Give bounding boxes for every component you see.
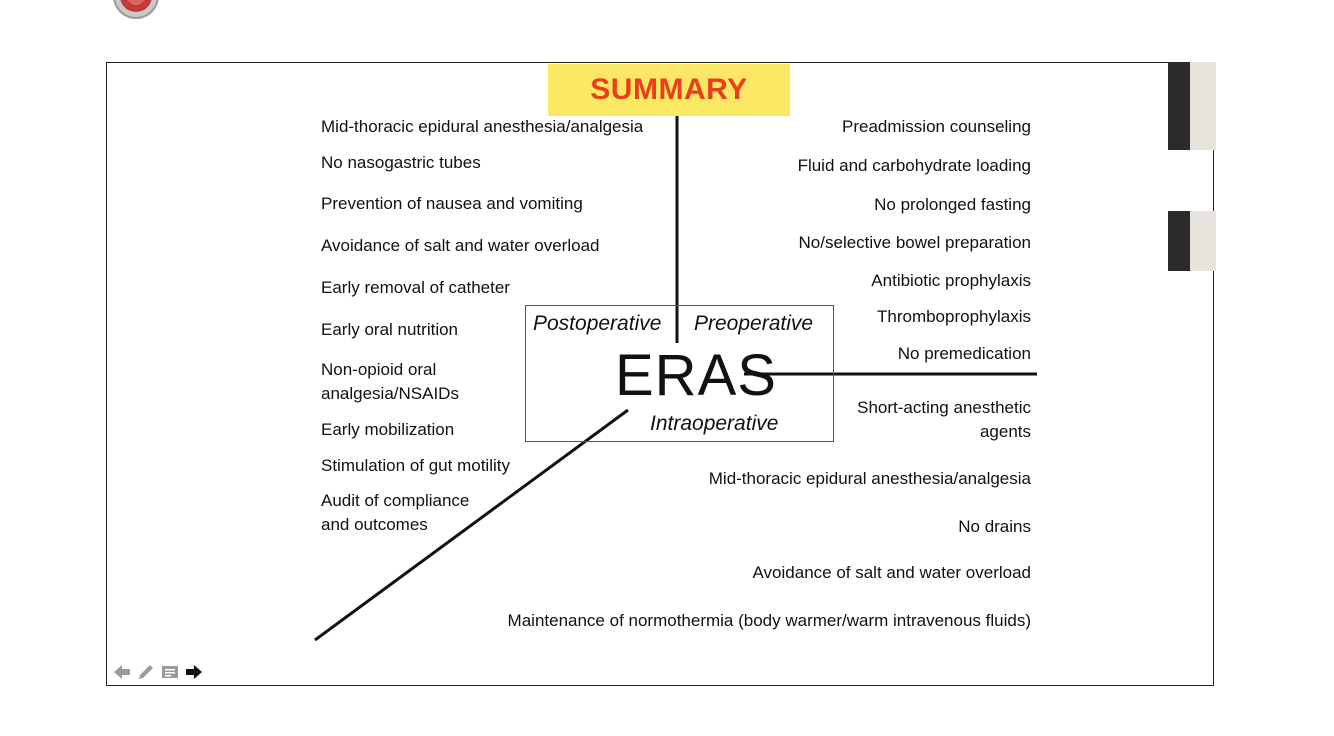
postop-item: Audit of compliance and outcomes: [321, 491, 470, 534]
preop-item: Thromboprophylaxis: [876, 307, 1031, 326]
intraop-item: Short-acting anesthetic agents: [857, 398, 1031, 441]
institution-seal-icon: [110, 0, 162, 20]
eras-phase-box: [525, 305, 834, 442]
postop-item: Stimulation of gut motility: [321, 456, 510, 475]
preop-item: Preadmission counseling: [842, 117, 1031, 136]
phase-intraoperative: Intraoperative: [650, 412, 779, 435]
postop-item: Mid-thoracic epidural anesthesia/analges…: [321, 117, 644, 136]
intraop-item: No drains: [958, 517, 1031, 536]
postop-item: Early oral nutrition: [321, 320, 459, 339]
postop-item: Early mobilization: [321, 420, 455, 439]
postop-item: Non-opioid oral analgesia/NSAIDs: [321, 360, 459, 403]
postop-item: Early removal of catheter: [321, 278, 510, 297]
arrow-left-icon[interactable]: [112, 662, 132, 682]
preop-item: Antibiotic prophylaxis: [871, 271, 1031, 290]
arrow-right-icon[interactable]: [184, 662, 204, 682]
notes-icon[interactable]: [160, 662, 180, 682]
presentation-header: [0, 0, 1334, 20]
slide-title: SUMMARY: [548, 64, 790, 116]
postop-item: Prevention of nausea and vomiting: [321, 194, 583, 213]
postop-item: No nasogastric tubes: [321, 153, 481, 172]
preop-item: No premedication: [897, 344, 1031, 363]
phase-preoperative: Preoperative: [694, 312, 814, 335]
side-thumbnail-1[interactable]: [1168, 62, 1216, 150]
eras-center-label: ERAS: [615, 343, 777, 408]
postop-item: Avoidance of salt and water overload: [321, 236, 600, 255]
phase-postoperative: Postoperative: [533, 312, 662, 335]
preop-item: No prolonged fasting: [874, 195, 1031, 214]
preop-item: Fluid and carbohydrate loading: [797, 156, 1031, 175]
pencil-icon[interactable]: [136, 662, 156, 682]
intraop-item: Mid-thoracic epidural anesthesia/analges…: [708, 469, 1031, 488]
connector-diagonal: [314, 408, 629, 642]
intraop-item: Avoidance of salt and water overload: [752, 563, 1031, 582]
side-thumbnail-2[interactable]: [1168, 211, 1216, 271]
intraop-item: Maintenance of normothermia (body warmer…: [507, 611, 1031, 630]
slide-nav-controls: [112, 662, 204, 682]
preop-item: No/selective bowel preparation: [798, 233, 1031, 252]
